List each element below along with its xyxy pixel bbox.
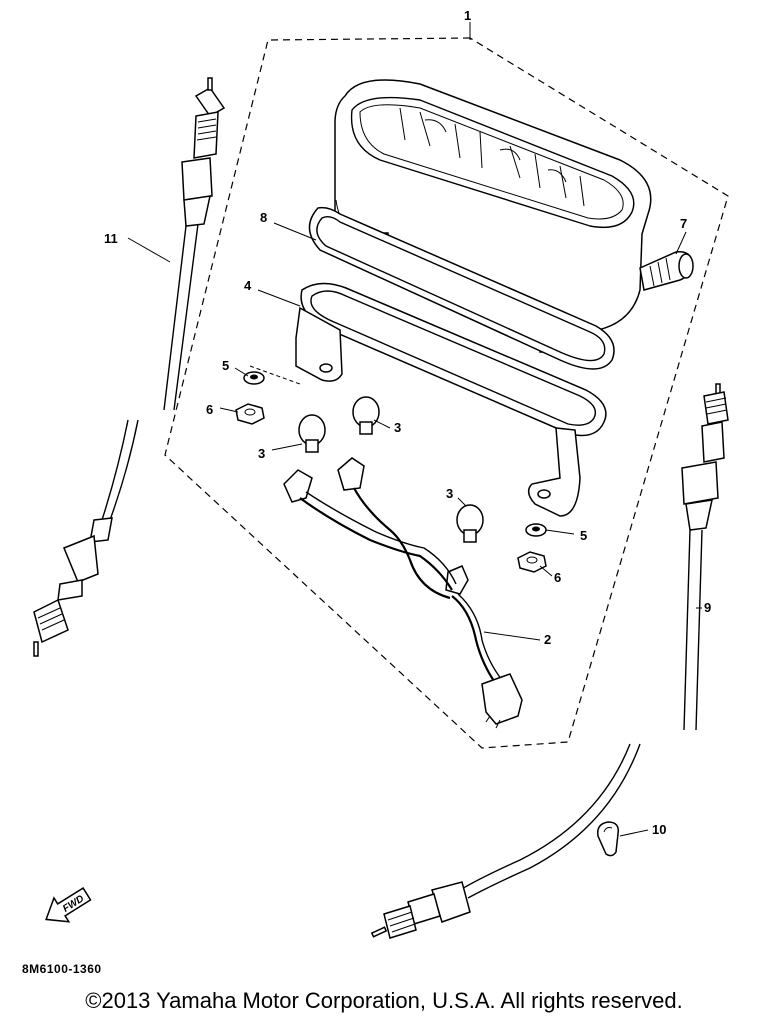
callout-11: 11 (104, 231, 118, 246)
reset-knob (639, 250, 694, 291)
callout-6a: 6 (206, 402, 213, 417)
callout-5a: 5 (222, 358, 229, 373)
callout-3b: 3 (394, 420, 401, 435)
callout-7: 7 (680, 216, 687, 231)
parts-diagram: 1 8 7 4 11 5 6 3 3 3 5 6 2 9 10 FWD (33, 8, 729, 939)
assembly-boundary (164, 37, 729, 749)
callout-2: 2 (544, 632, 551, 647)
nut-right (517, 551, 547, 573)
drawing-code: 8M6100-1360 (22, 962, 102, 976)
copyright-notice: ©2013 Yamaha Motor Corporation, U.S.A. A… (85, 988, 683, 1013)
washer-left (243, 371, 265, 385)
callout-9: 9 (704, 600, 711, 615)
fwd-arrow-icon: FWD (45, 887, 92, 923)
callout-3a: 3 (258, 446, 265, 461)
wire-harness (283, 457, 523, 729)
washer-right (525, 523, 547, 537)
bulb-left (298, 414, 326, 453)
callout-8: 8 (260, 210, 267, 225)
callout-6b: 6 (554, 570, 561, 585)
callout-4: 4 (244, 278, 252, 293)
bracket (295, 282, 607, 517)
callout-1: 1 (464, 8, 471, 23)
cable-right (370, 383, 729, 939)
callout-3c: 3 (446, 486, 453, 501)
bulb-mid (352, 396, 380, 435)
leader-lines (127, 22, 702, 837)
bulb-right (456, 504, 484, 543)
cable-left (33, 77, 226, 657)
callout-10: 10 (652, 822, 666, 837)
gasket (308, 206, 615, 370)
nut-left (235, 403, 265, 425)
cable-clamp (596, 821, 620, 857)
callout-5b: 5 (580, 528, 587, 543)
